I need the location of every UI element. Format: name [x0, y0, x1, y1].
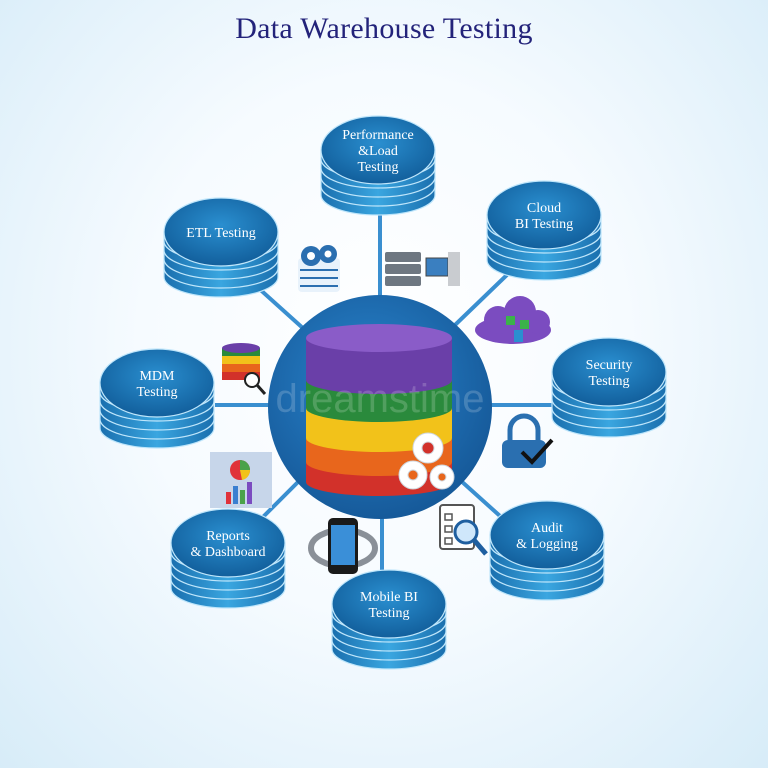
node-label-security: Security [586, 358, 633, 373]
gears-icon [398, 432, 455, 490]
node-label-performance: Testing [357, 160, 398, 175]
page-title: Data Warehouse Testing [235, 12, 533, 45]
smartphone-icon [308, 518, 378, 574]
connector-etl [253, 283, 307, 332]
node-label-reports: Reports [206, 529, 250, 544]
node-label-cloud: BI Testing [515, 217, 573, 232]
node-label-security: Testing [588, 374, 629, 389]
node-label-mdm: MDM [139, 369, 175, 384]
node-label-mdm: Testing [136, 385, 177, 400]
node-label-audit: & Logging [516, 537, 578, 552]
node-reports: Reports& Dashboard [170, 508, 286, 609]
watermark-text: dreamstime [276, 377, 485, 421]
node-label-etl: ETL Testing [186, 226, 255, 241]
central-hub: dreamstime [268, 295, 492, 519]
padlock-check-icon [502, 413, 554, 468]
server-monitor-icon [385, 252, 460, 286]
pie-bar-chart-icon [210, 452, 272, 508]
node-label-performance: Performance [342, 128, 414, 143]
connector-cloud [453, 270, 512, 327]
node-label-reports: & Dashboard [190, 545, 265, 560]
node-label-audit: Audit [531, 521, 563, 536]
node-label-mobile: Testing [368, 606, 409, 621]
node-label-performance: &Load [358, 144, 398, 159]
node-etl: ETL Testing [163, 197, 279, 298]
gears-server-icon [298, 245, 340, 292]
node-label-mobile: Mobile BI [360, 590, 418, 605]
database-search-icon [222, 343, 267, 395]
node-audit: Audit& Logging [489, 500, 605, 601]
checklist-search-icon [439, 504, 488, 556]
cloud-network-icon [475, 296, 551, 344]
node-label-cloud: Cloud [527, 201, 561, 216]
